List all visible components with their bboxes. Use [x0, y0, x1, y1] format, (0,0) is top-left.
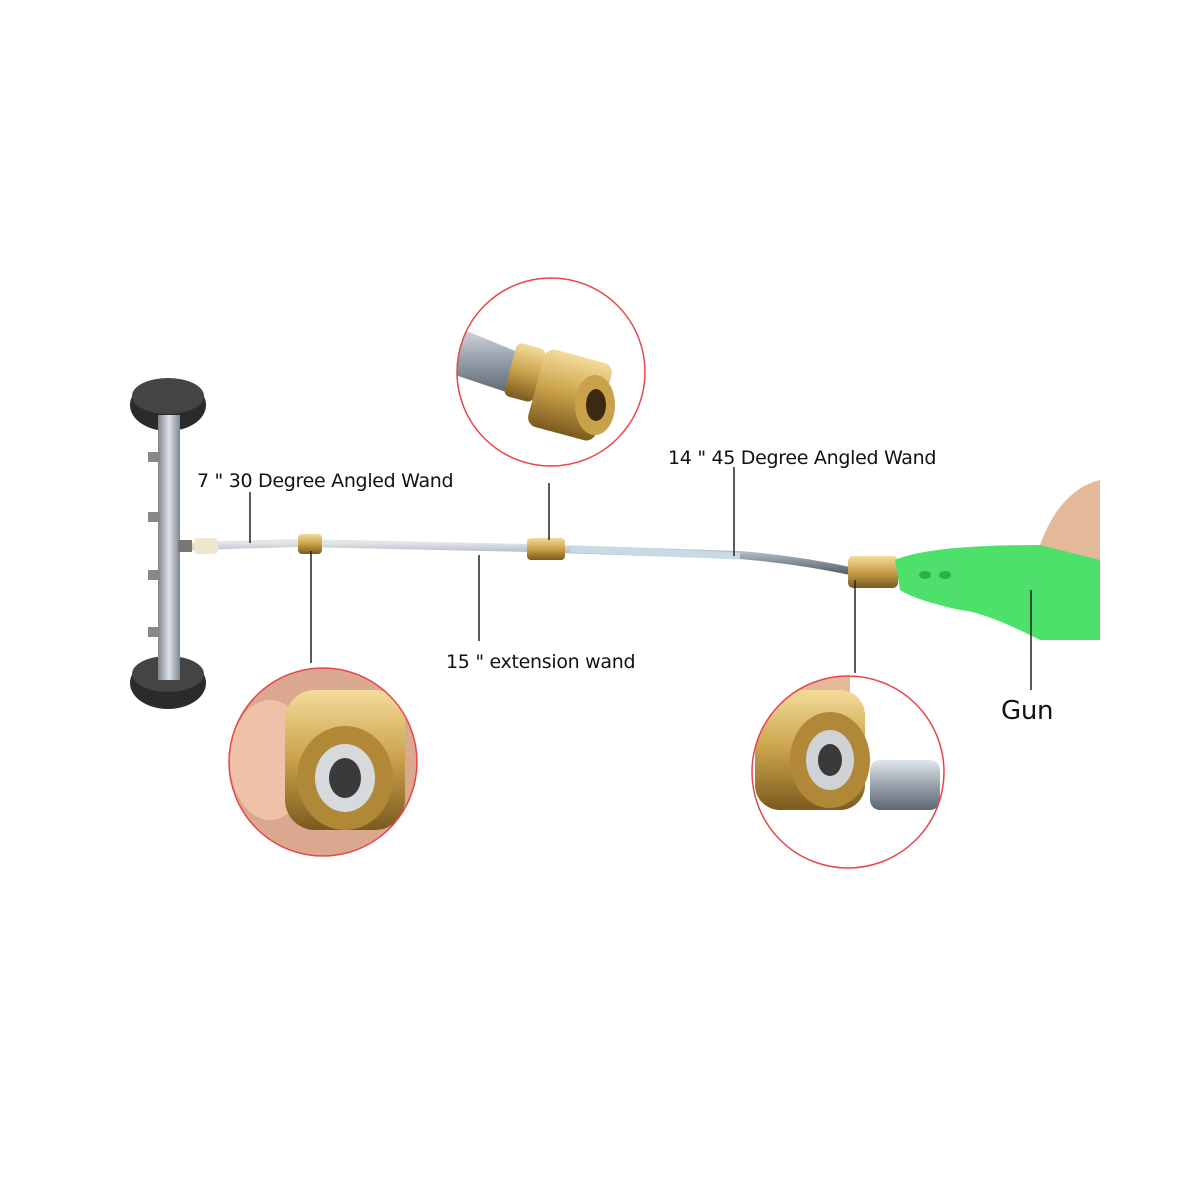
- surface-cleaner-bar: [130, 378, 206, 709]
- leader-lines: [249, 467, 1032, 690]
- label-extension-wand: 15 " extension wand: [446, 651, 636, 673]
- callout-coupler-nozzle: [751, 675, 945, 869]
- spray-gun: [895, 480, 1100, 640]
- label-30-degree-wand: 7 " 30 Degree Angled Wand: [197, 470, 454, 492]
- wand-assembly: [191, 534, 898, 588]
- callout-coupler-hand: [228, 667, 418, 857]
- label-45-degree-wand: 14 " 45 Degree Angled Wand: [668, 447, 937, 469]
- label-gun: Gun: [1001, 696, 1054, 726]
- callout-coupler-female: [456, 277, 646, 467]
